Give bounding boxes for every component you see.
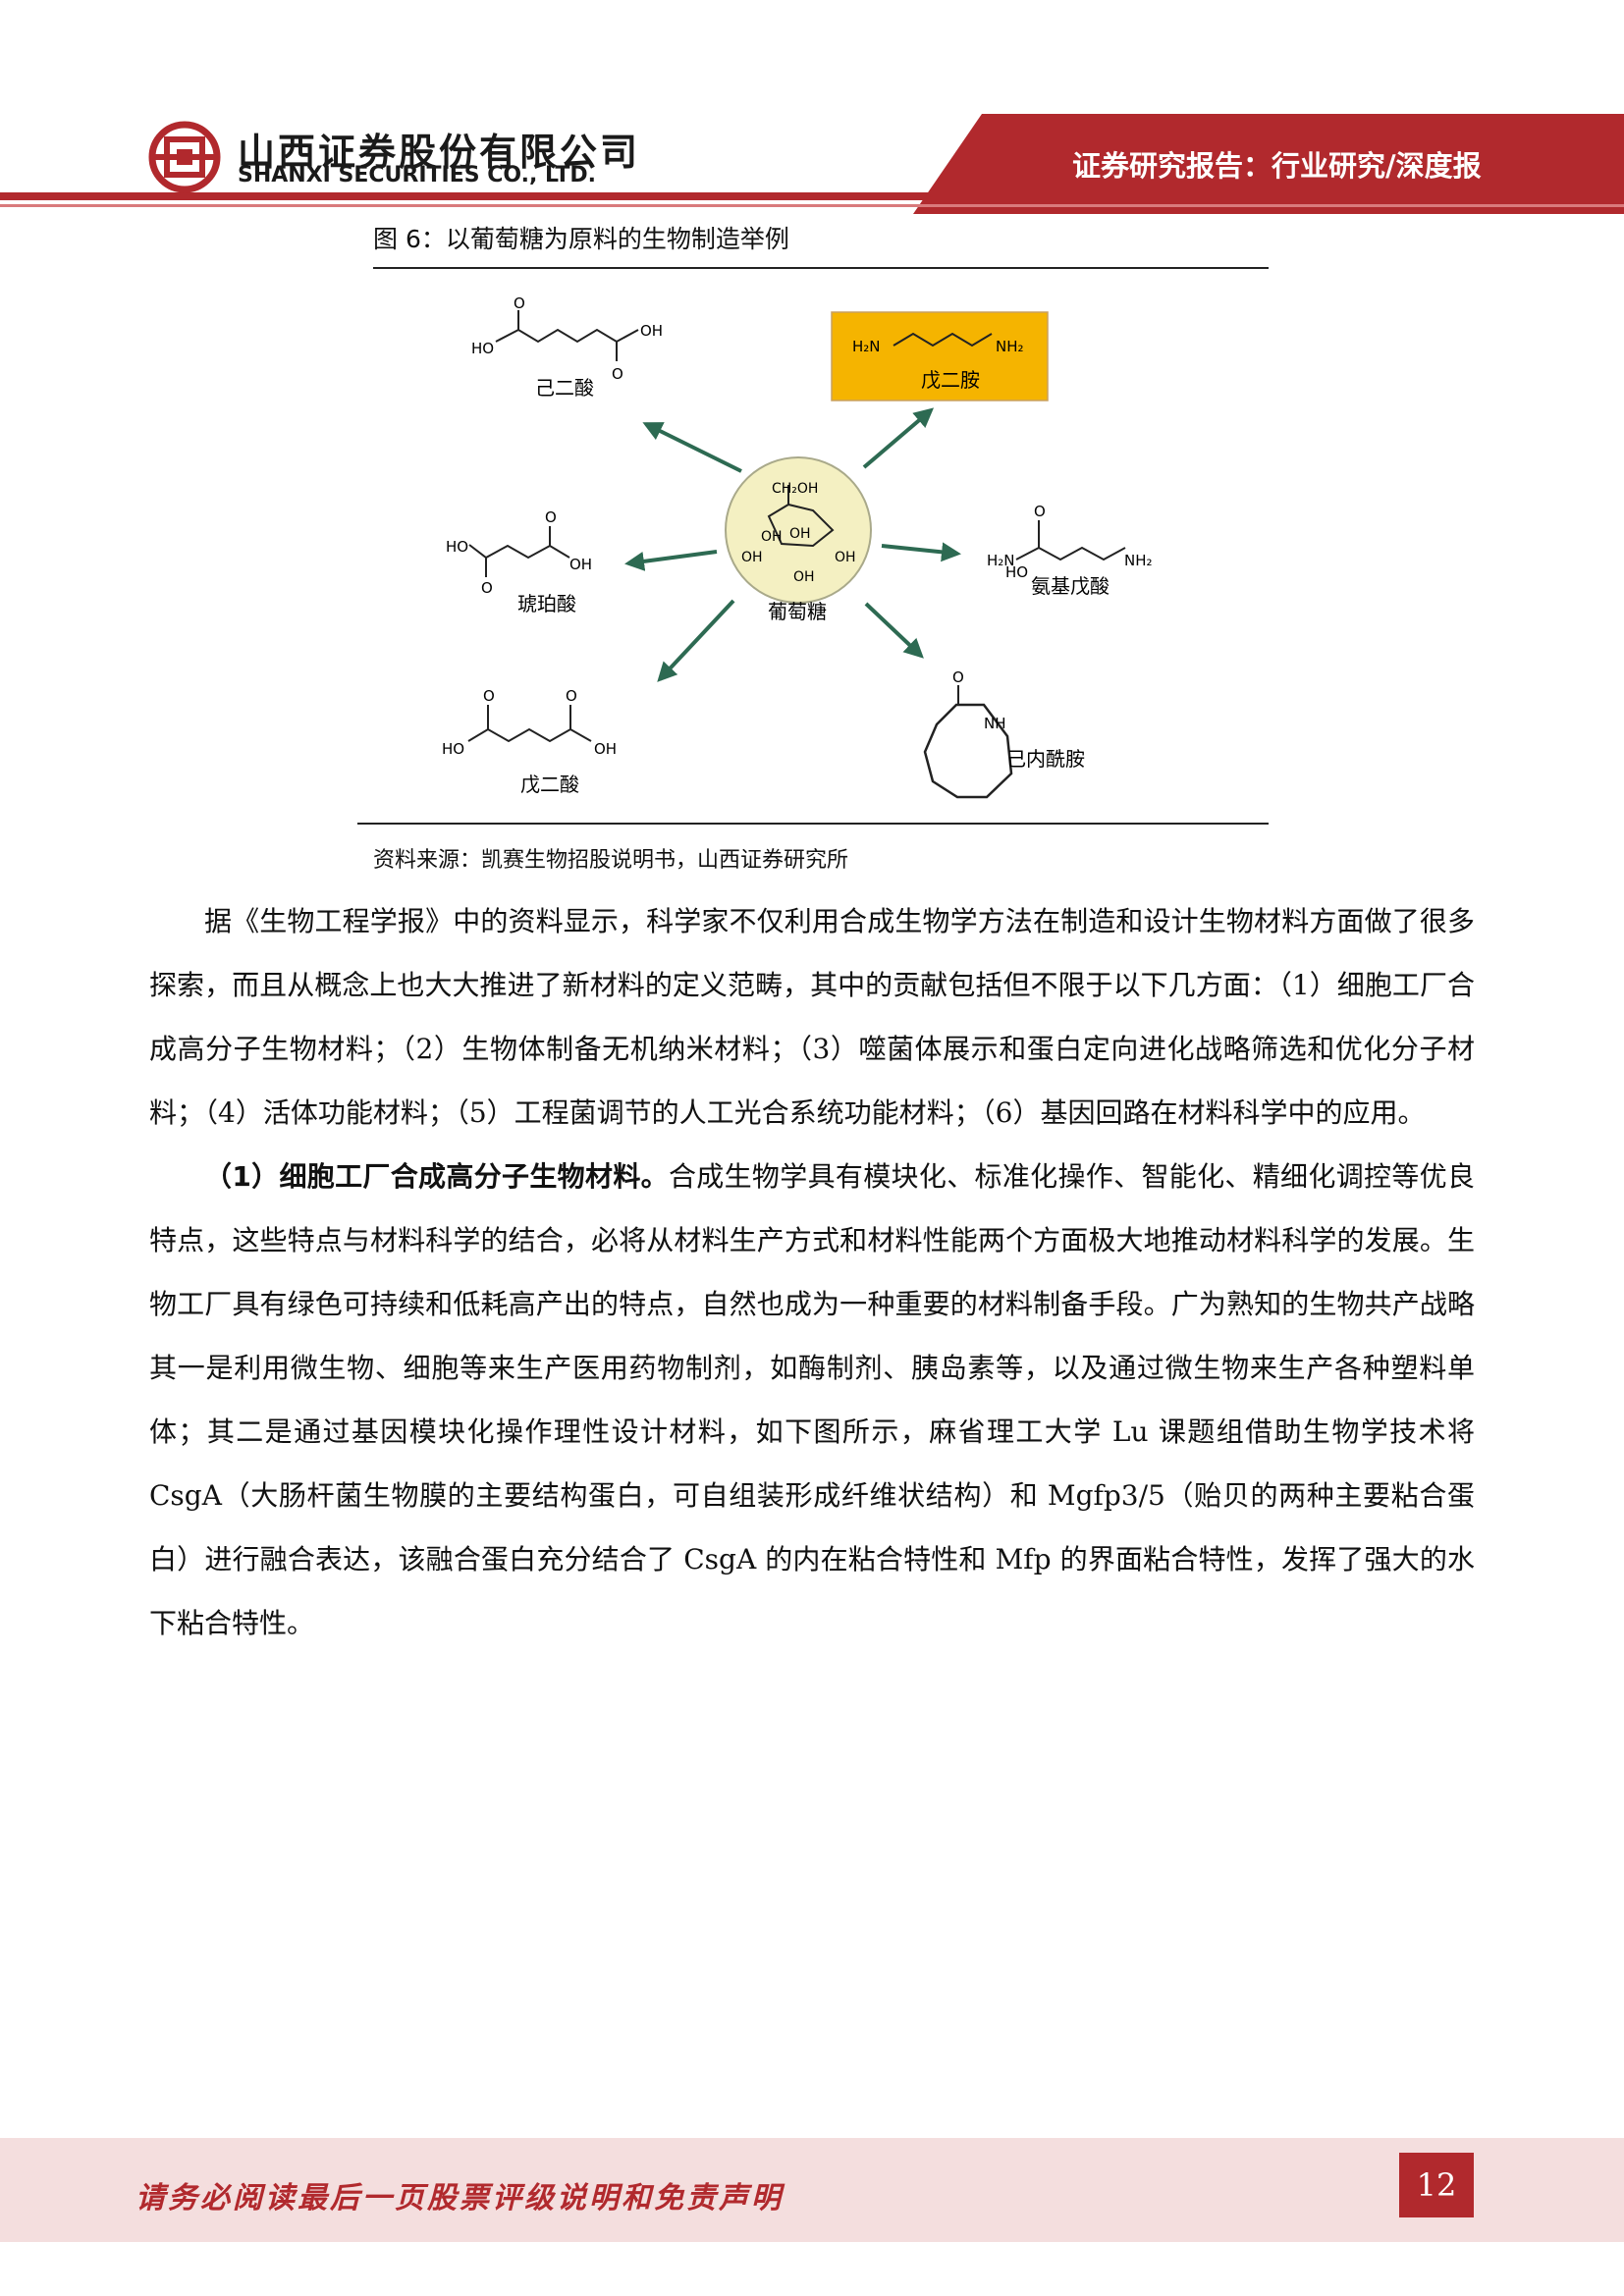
adipic-acid-ho-label: HO	[471, 340, 494, 357]
arrow-to-succinic-acid	[624, 550, 718, 571]
aminovaleric-acid-ho-label: HO	[1005, 563, 1028, 581]
company-name-cn: 山西证券股份有限公司	[238, 131, 641, 174]
adipic-acid-oh-label: OH	[640, 322, 663, 340]
report-type: 证券研究报告：行业研究/深度报	[1072, 149, 1482, 183]
glutaric-acid-o-label-1: O	[483, 687, 495, 705]
succinic-acid-ho-label: HO	[446, 538, 468, 556]
page-footer: 请务必阅读最后一页股票评级说明和免责声明 12	[0, 2138, 1624, 2242]
figure-bottom-rule	[357, 823, 1269, 825]
arrow-to-glutaric-acid	[657, 599, 735, 682]
glucose-label: 葡萄糖	[768, 600, 827, 623]
header-band	[0, 114, 1624, 214]
arrow-to-caprolactam	[864, 602, 924, 659]
aminovaleric-acid-o-label: O	[1034, 503, 1046, 520]
adipic-acid-o-label-2: O	[612, 365, 623, 383]
pentanediamine-structure	[893, 332, 993, 347]
succinic-acid-structure	[468, 526, 570, 577]
succinic-acid-o-label-2: O	[481, 579, 493, 597]
aminovaleric-acid-label: 氨基戊酸	[1031, 574, 1110, 598]
paragraph-2-text: 合成生物学具有模块化、标准化操作、智能化、精细化调控等优良特点，这些特点与材料科…	[149, 1160, 1475, 1639]
glucose-node: CH₂OH OH OH OH OH OH 葡萄糖	[725, 456, 872, 623]
glucose-oh-label-5: OH	[793, 569, 815, 585]
glucose-ch2oh-label: CH₂OH	[772, 481, 818, 497]
glucose-oh-label-2: OH	[789, 526, 811, 542]
glucose-oh-label-1: OH	[761, 529, 783, 545]
adipic-acid-structure	[495, 310, 639, 361]
caprolactam-label: 己内酰胺	[1006, 747, 1085, 771]
company-logo-icon	[148, 121, 221, 193]
succinic-acid-o-label-1: O	[545, 508, 557, 526]
paragraph-2: （1）细胞工厂合成高分子生物材料。合成生物学具有模块化、标准化操作、智能化、精细…	[149, 1145, 1475, 1655]
page-number: 12	[1399, 2153, 1474, 2217]
pentanediamine-highlight	[831, 311, 1049, 401]
glutaric-acid-oh-label: OH	[594, 740, 617, 758]
paragraph-1: 据《生物工程学报》中的资料显示，科学家不仅利用合成生物学方法在制造和设计生物材料…	[149, 905, 1475, 1129]
body-text: 据《生物工程学报》中的资料显示，科学家不仅利用合成生物学方法在制造和设计生物材料…	[149, 889, 1475, 1655]
caprolactam-structure	[923, 703, 1013, 799]
succinic-acid-oh-label: OH	[569, 556, 592, 573]
succinic-acid-label: 琥珀酸	[517, 592, 576, 615]
glutaric-acid-o-label-2: O	[566, 687, 577, 705]
arrow-to-aminovaleric-acid	[881, 542, 961, 562]
glucose-biomanufacturing-diagram: CH₂OH OH OH OH OH OH 葡萄糖 HO OH O O 己二酸 H…	[442, 294, 1153, 799]
page-header: 山西证券股份有限公司 SHANXI SECURITIES CO., LTD. 证…	[0, 0, 1624, 226]
glutaric-acid-ho-label: HO	[442, 740, 464, 758]
glutaric-acid-structure	[467, 705, 592, 743]
adipic-acid-label: 己二酸	[535, 376, 594, 400]
paragraph-2-lead: （1）细胞工厂合成高分子生物材料。	[204, 1160, 669, 1193]
glutaric-acid-label: 戊二酸	[520, 773, 579, 796]
caprolactam-nh-label: NH	[984, 715, 1006, 732]
glucose-oh-label-4: OH	[835, 550, 856, 565]
figure-top-rule	[373, 267, 1269, 269]
aminovaleric-acid-structure	[1015, 520, 1126, 561]
adipic-acid-o-label-1: O	[514, 294, 525, 312]
figure-source: 资料来源：凯赛生物招股说明书，山西证券研究所	[373, 848, 849, 873]
pentanediamine-h2n-label: H₂N	[852, 338, 881, 355]
pentanediamine-label: 戊二胺	[921, 368, 980, 392]
caprolactam-o-label: O	[952, 668, 964, 686]
aminovaleric-acid-h2n-label: H₂N	[987, 552, 1015, 569]
aminovaleric-acid-nh2-label: NH₂	[1124, 552, 1153, 569]
glucose-oh-label-3: OH	[741, 550, 763, 565]
pentanediamine-nh2-label: NH₂	[996, 338, 1024, 355]
disclaimer-notice: 请务必阅读最后一页股票评级说明和免责声明	[135, 2181, 784, 2216]
arrow-to-pentanediamine	[862, 407, 935, 469]
company-name-en: SHANXI SECURITIES CO., LTD.	[238, 163, 596, 187]
arrow-to-adipic-acid	[642, 422, 742, 473]
figure-caption: 图 6：以葡萄糖为原料的生物制造举例	[373, 225, 789, 253]
